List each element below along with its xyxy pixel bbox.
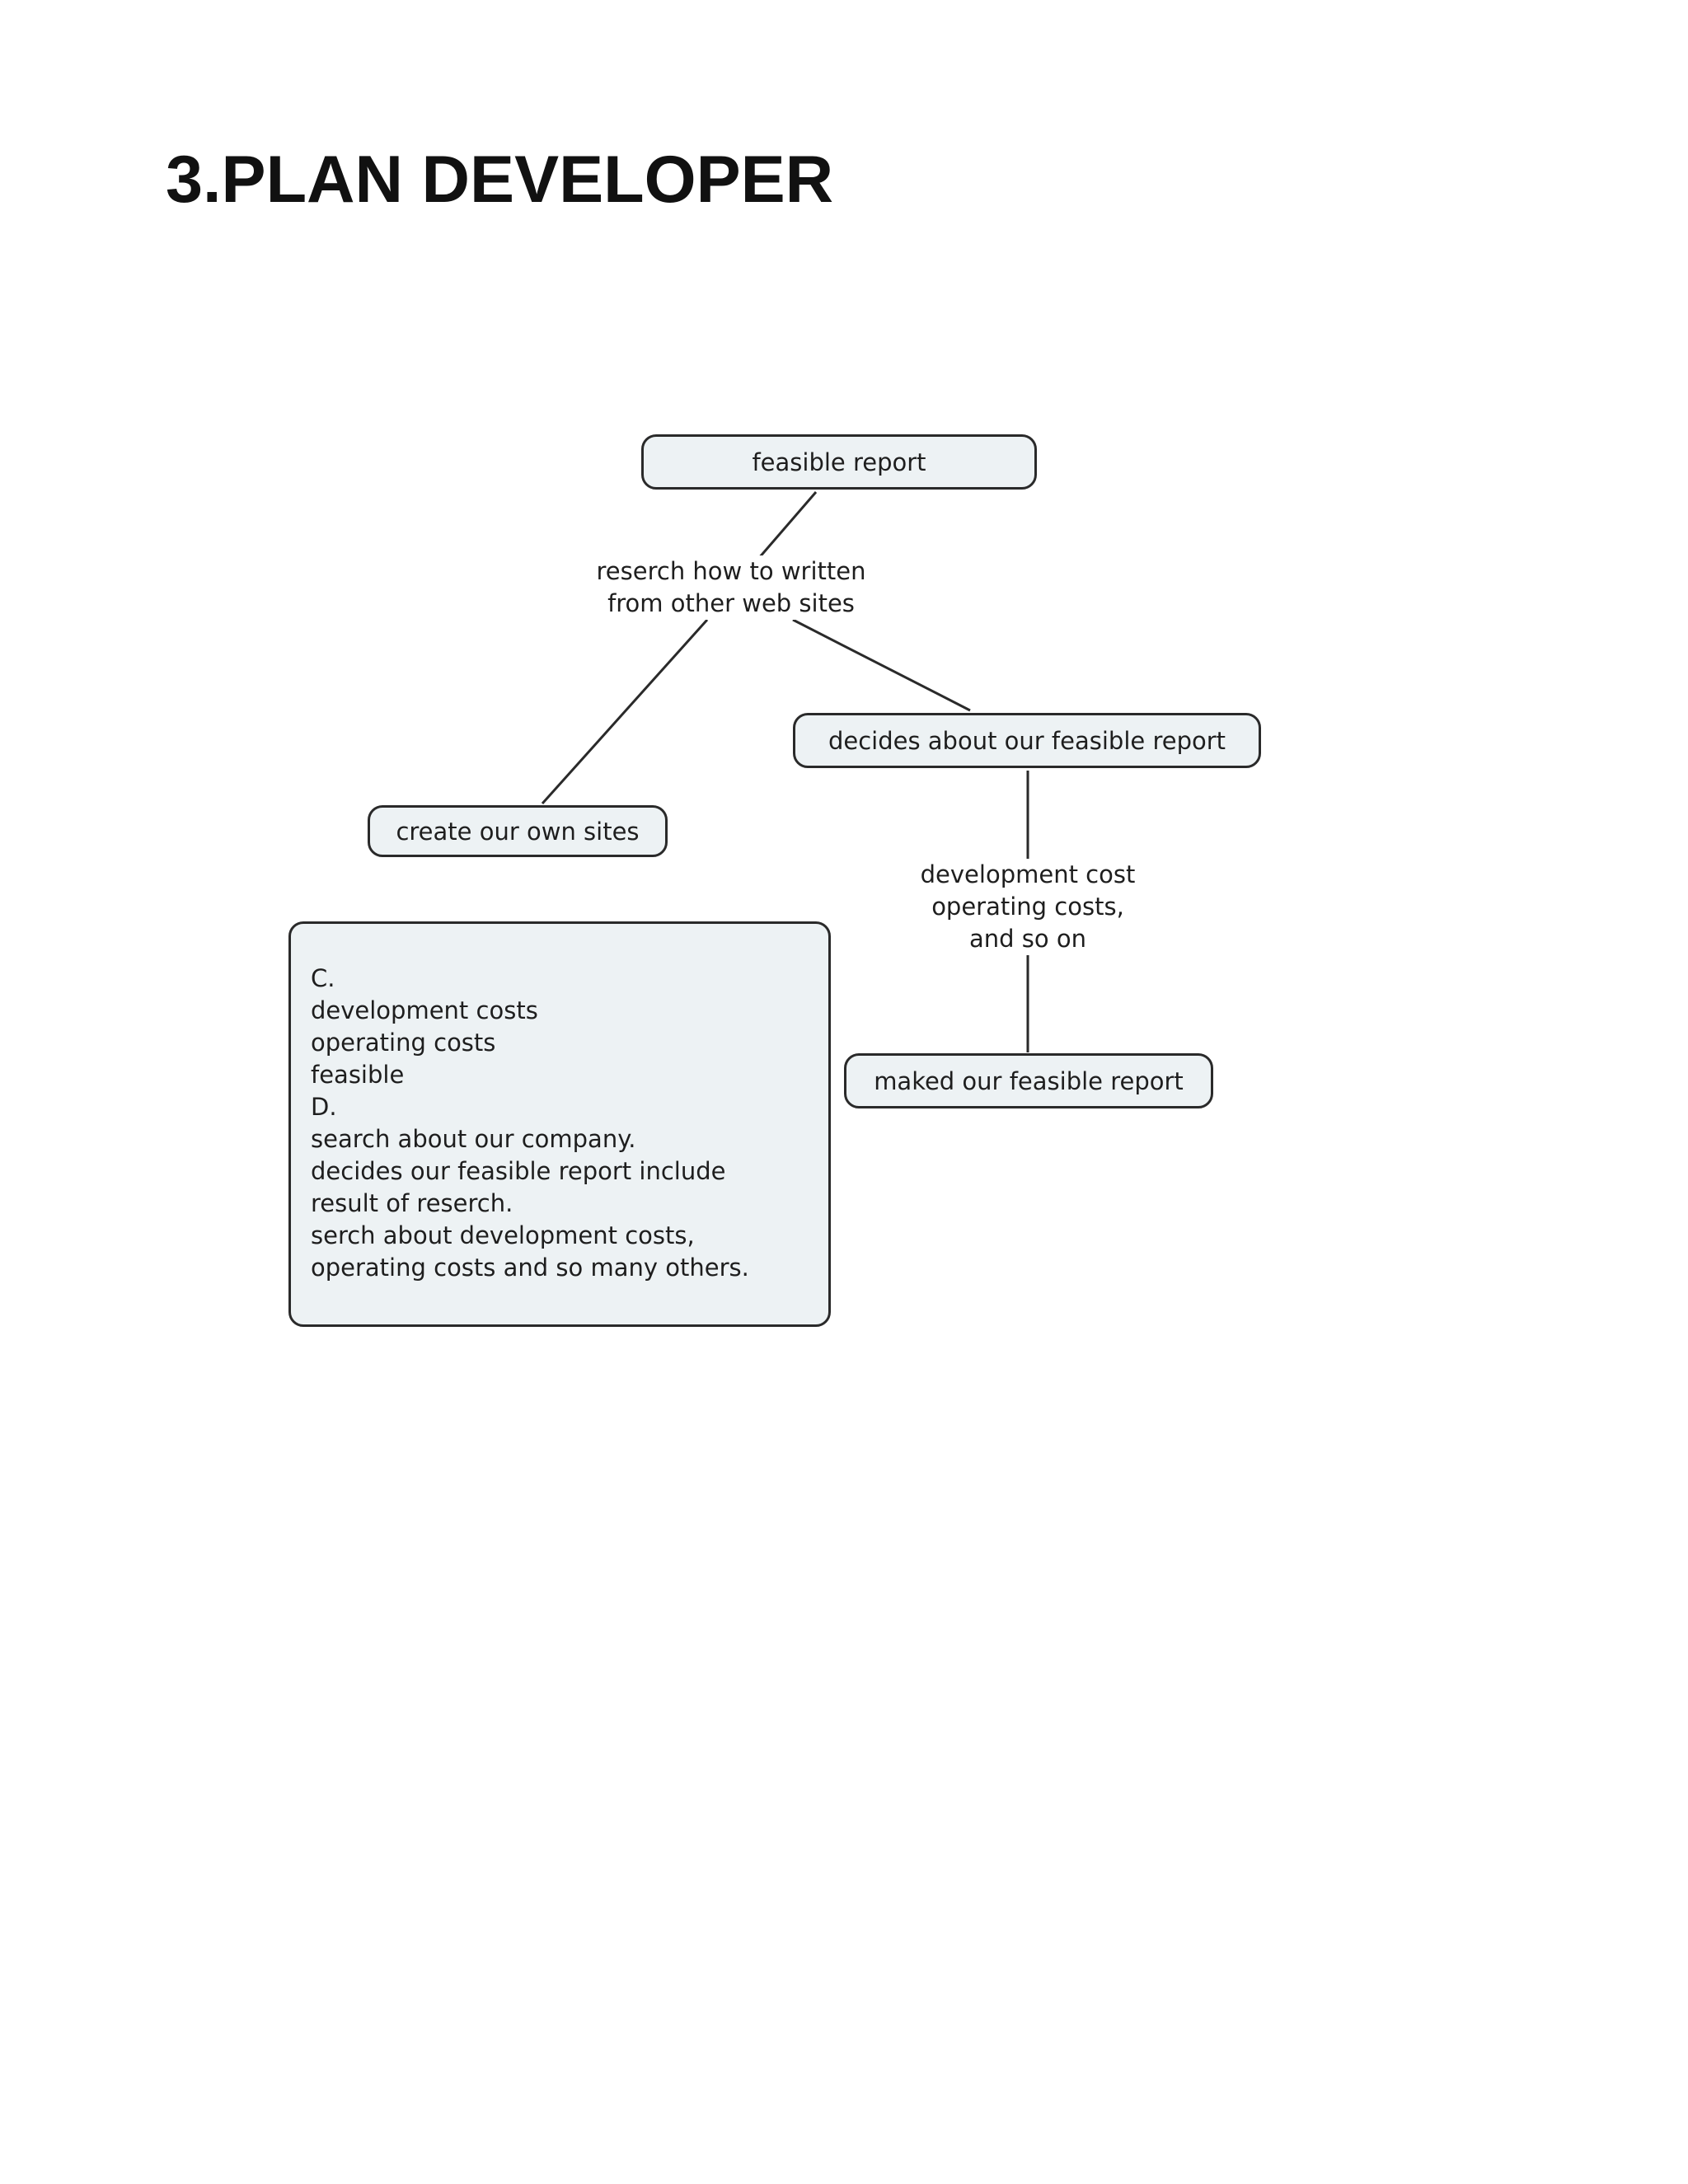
link-label-costs-line-1: development cost bbox=[920, 860, 1136, 888]
link-label-research-line-2: from other web sites bbox=[607, 589, 855, 617]
node-feasible-report-label: feasible report bbox=[752, 448, 926, 476]
link-label-research: reserch how to written from other web si… bbox=[587, 555, 875, 620]
node-create-sites: create our own sites bbox=[368, 805, 668, 857]
notes-line: C. bbox=[311, 964, 335, 992]
connector-feasible-to-research bbox=[757, 491, 818, 560]
notes-line: operating costs bbox=[311, 1029, 496, 1057]
node-decides-report: decides about our feasible report bbox=[793, 713, 1261, 768]
connector-research-to-create bbox=[541, 618, 709, 805]
node-maked-report-label: maked our feasible report bbox=[874, 1066, 1184, 1095]
notes-line: result of reserch. bbox=[311, 1189, 513, 1217]
link-label-research-line-1: reserch how to written bbox=[596, 557, 866, 585]
node-decides-report-label: decides about our feasible report bbox=[828, 726, 1226, 755]
link-label-costs-line-3: and so on bbox=[969, 925, 1086, 953]
notes-line: development costs bbox=[311, 996, 538, 1024]
notes-line: search about our company. bbox=[311, 1125, 636, 1153]
notes-line: D. bbox=[311, 1093, 337, 1121]
notes-line: feasible bbox=[311, 1061, 405, 1089]
node-feasible-report: feasible report bbox=[641, 434, 1037, 490]
notes-line: serch about development costs, bbox=[311, 1221, 695, 1249]
notes-box: C. development costs operating costs fea… bbox=[288, 921, 831, 1327]
link-label-costs-line-2: operating costs, bbox=[931, 893, 1124, 921]
node-create-sites-label: create our own sites bbox=[396, 817, 640, 846]
notes-line: decides our feasible report include bbox=[311, 1157, 726, 1185]
page-title: 3.PLAN DEVELOPER bbox=[166, 143, 834, 217]
notes-line: operating costs and so many others. bbox=[311, 1254, 749, 1282]
connector-research-to-decides bbox=[792, 618, 971, 712]
link-label-costs: development cost operating costs, and so… bbox=[900, 859, 1156, 955]
node-maked-report: maked our feasible report bbox=[844, 1053, 1213, 1108]
